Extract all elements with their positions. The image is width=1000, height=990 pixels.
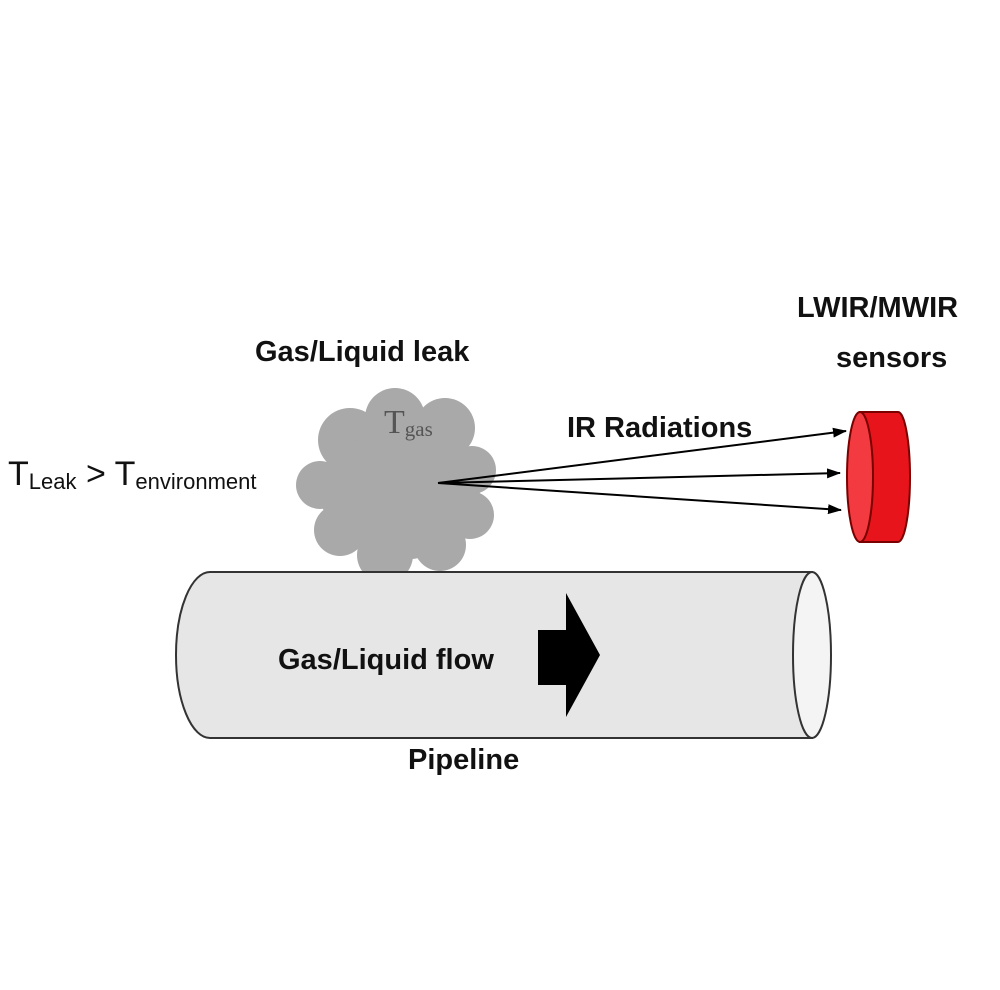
pipeline-label: Pipeline: [408, 744, 520, 776]
ir-radiation-arrows: [437, 427, 847, 515]
leak-label: Gas/Liquid leak: [255, 336, 470, 368]
ir-ray-top: [437, 427, 847, 484]
ir-radiation-label: IR Radiations: [567, 412, 753, 444]
flow-label: Gas/Liquid flow: [278, 644, 494, 676]
right-arrow-icon: [538, 593, 600, 717]
sensor-label-line1: LWIR/MWIR: [797, 292, 959, 324]
gas-temperature-label: Tgas: [384, 404, 433, 441]
sensor-label-line2: sensors: [836, 342, 948, 374]
cylinder-sensor-icon: [846, 411, 911, 543]
gas-cloud-icon: [296, 388, 496, 583]
ir-ray-middle: [437, 468, 841, 484]
ir-ray-bottom: [437, 482, 842, 515]
temperature-relation: TLeak > Tenvironment: [8, 455, 257, 494]
pipeline-icon: [175, 571, 832, 739]
